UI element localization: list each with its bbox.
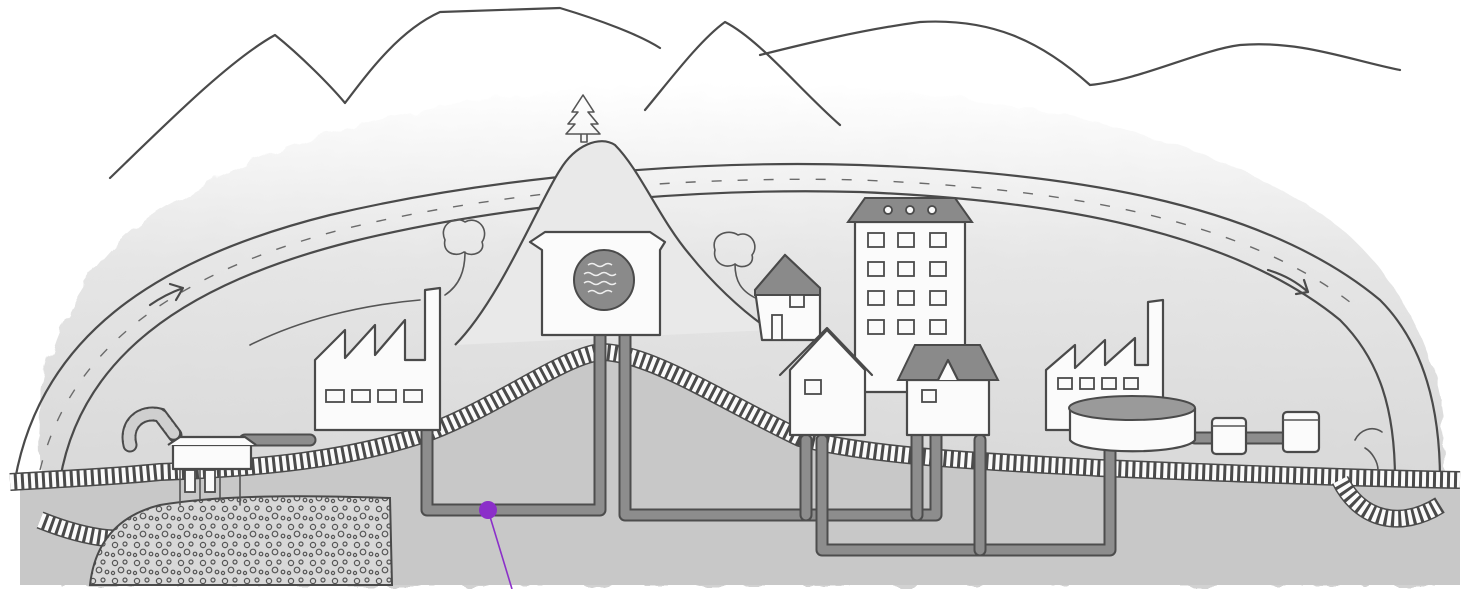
window-icon (922, 390, 936, 402)
window-icon (352, 390, 370, 402)
window-icon (1080, 378, 1094, 389)
window-icon (378, 390, 396, 402)
treatment-basin (1069, 396, 1195, 451)
window-icon (1058, 378, 1072, 389)
window-icon (790, 295, 804, 307)
house-front-right (898, 345, 998, 435)
window-icon (404, 390, 422, 402)
water-reservoir-tank (530, 232, 665, 335)
window-icon (805, 380, 821, 394)
window-icon (1102, 378, 1116, 389)
window-icon (1124, 378, 1138, 389)
window-icon (326, 390, 344, 402)
